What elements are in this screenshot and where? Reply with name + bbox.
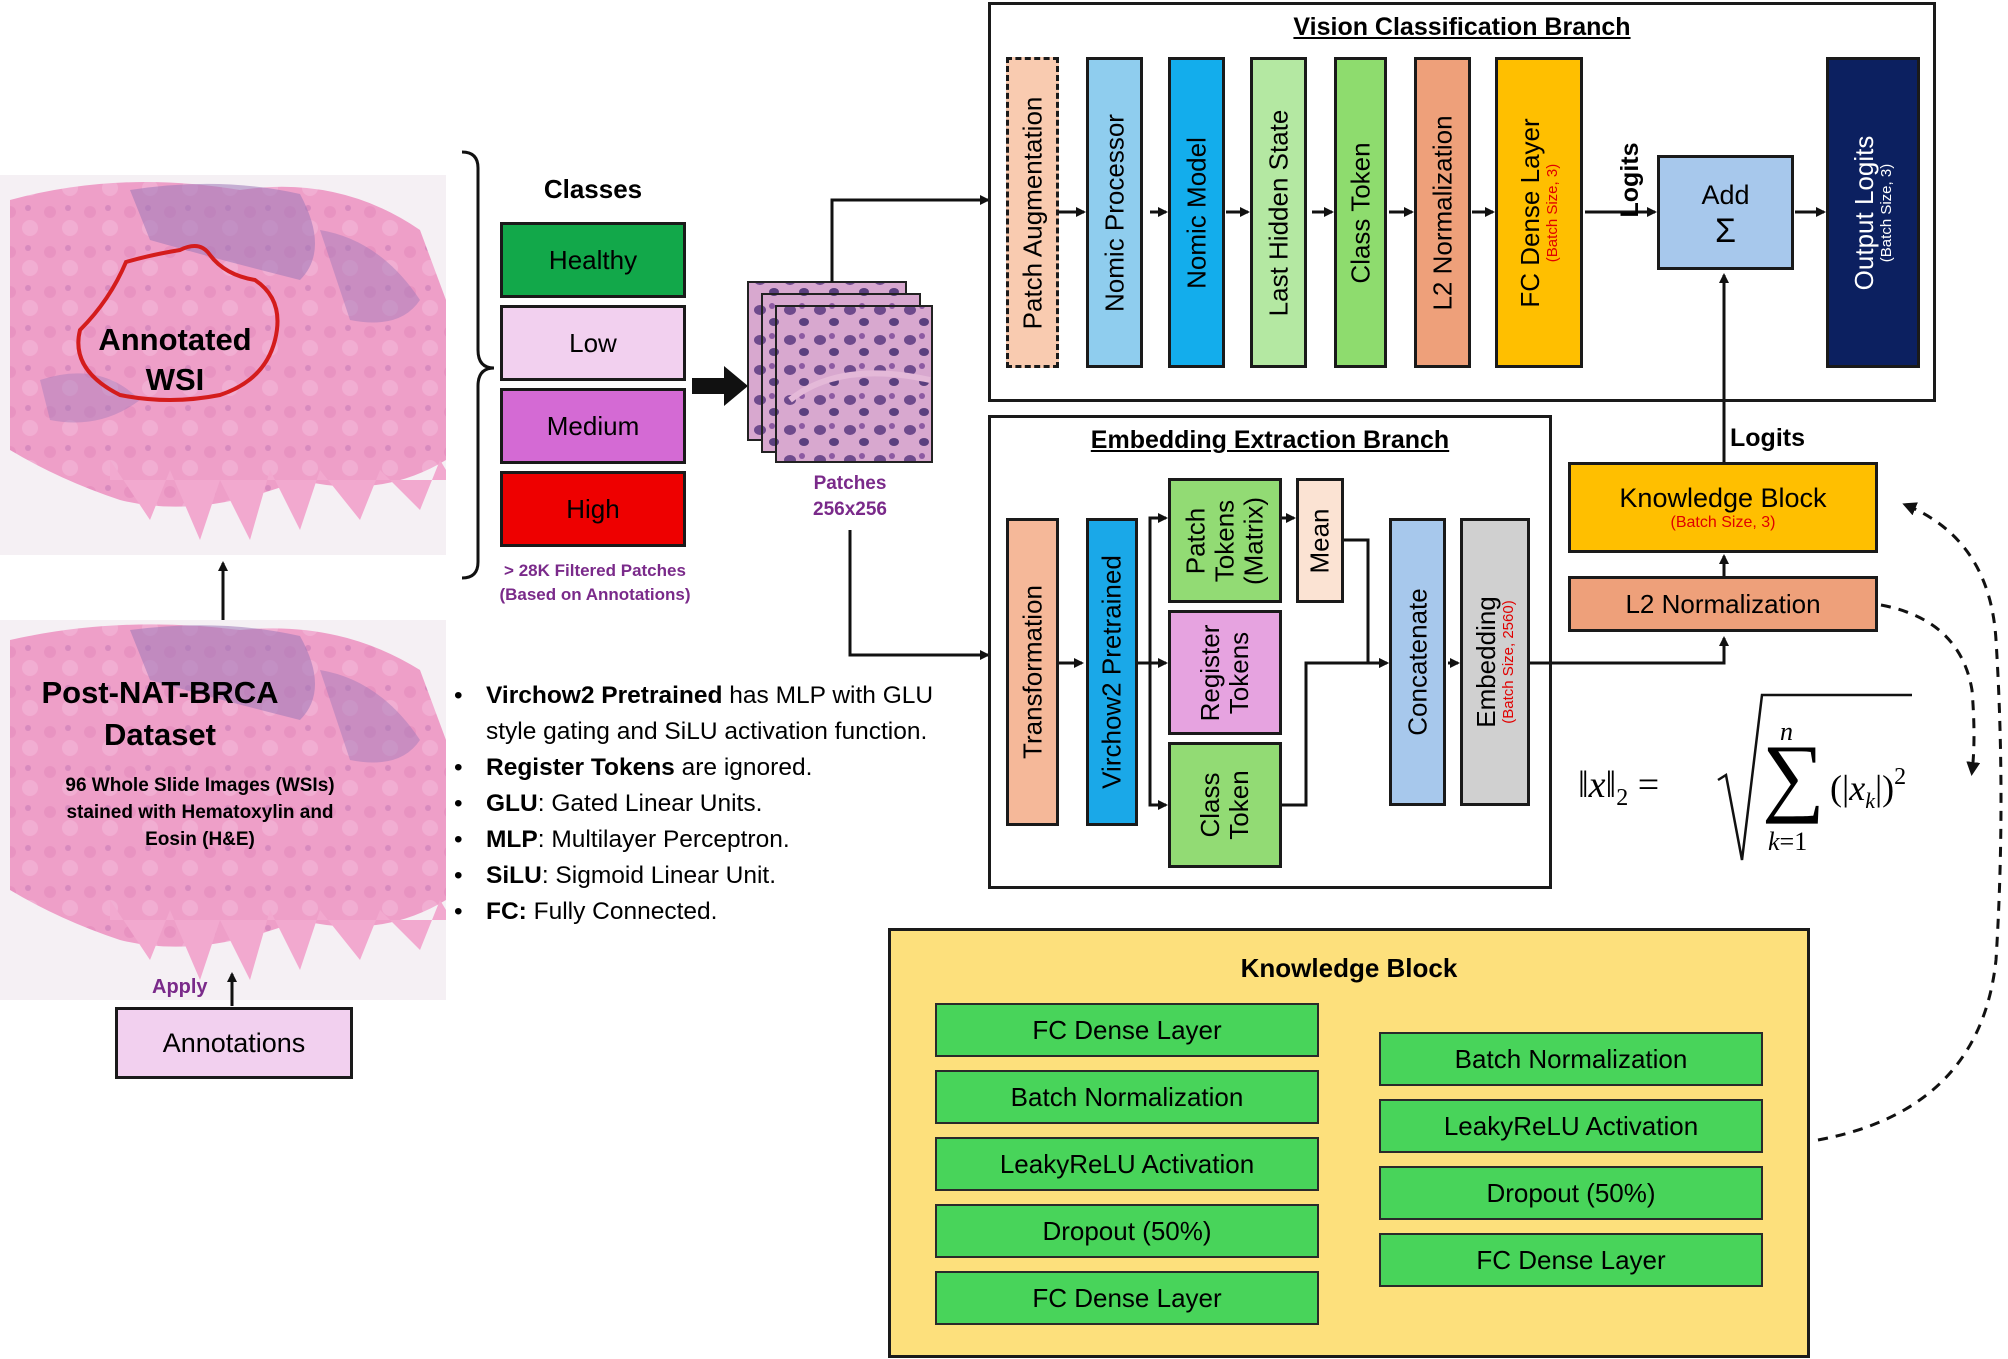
note-item: Register Tokens are ignored. [450, 750, 990, 786]
patch-augmentation-box: Patch Augmentation [1006, 57, 1059, 368]
class-healthy: Healthy [500, 222, 686, 298]
kb-right-batch-norm: Batch Normalization [1379, 1032, 1763, 1086]
logits-label: Logits [1730, 424, 1805, 452]
register-tokens-box: Register Tokens [1168, 610, 1282, 735]
class-low: Low [500, 305, 686, 381]
big-arrow-icon [692, 366, 748, 406]
kb-left-fc-dense-2: FC Dense Layer [935, 1271, 1319, 1325]
kb-left-leakyrelu: LeakyReLU Activation [935, 1137, 1319, 1191]
kb-right-dropout: Dropout (50%) [1379, 1166, 1763, 1220]
filtered-patches-note: > 28K Filtered Patches (Based on Annotat… [499, 561, 691, 604]
add-box: Add Σ [1657, 155, 1794, 270]
apply-label: Apply [152, 976, 208, 998]
sum-icon: Σ [1714, 211, 1737, 250]
svg-text:n: n [1780, 717, 1793, 746]
knowledge-block-detail-title: Knowledge Block [1240, 953, 1458, 983]
l2-norm-formula: ‖x‖2 = ∑ n k=1 (|xk|)2 [1578, 693, 1912, 861]
annotated-wsi-image [0, 175, 446, 555]
svg-text:‖x‖2 =: ‖x‖2 = [1578, 764, 1659, 811]
annotated-wsi-label: Annotated WSI [98, 322, 252, 397]
l2-normalization-right-box: L2 Normalization [1568, 576, 1878, 632]
l2-normalization-box: L2 Normalization [1414, 57, 1471, 368]
class-token-emb-box: Class Token [1168, 742, 1282, 868]
kb-left-fc-dense-1: FC Dense Layer [935, 1003, 1319, 1057]
last-hidden-state-box: Last Hidden State [1250, 57, 1307, 368]
mean-box: Mean [1296, 478, 1344, 603]
patch-tokens-box: Patch Tokens (Matrix) [1168, 478, 1282, 603]
svg-text:∑: ∑ [1762, 728, 1825, 825]
kb-left-dropout: Dropout (50%) [935, 1204, 1319, 1258]
embedding-branch-title: Embedding Extraction Branch [1090, 426, 1450, 454]
class-token-box: Class Token [1334, 57, 1387, 368]
output-logits-box: Output Logits (Batch Size, 3) [1826, 57, 1920, 368]
note-item: MLP: Multilayer Perceptron. [450, 822, 990, 858]
classes-title: Classes [543, 174, 643, 204]
dataset-description: 96 Whole Slide Images (WSIs) stained wit… [65, 775, 335, 850]
patches-stack-image [747, 281, 933, 463]
vision-logits-label: Logits [1616, 142, 1644, 218]
embedding-extraction-branch: Embedding Extraction Branch [988, 415, 1552, 889]
svg-text:(|xk|)2: (|xk|)2 [1830, 764, 1906, 813]
kb-right-leakyrelu: LeakyReLU Activation [1379, 1099, 1763, 1153]
annotations-box: Annotations [115, 1007, 353, 1079]
kb-right-fc-dense: FC Dense Layer [1379, 1233, 1763, 1287]
nomic-processor-box: Nomic Processor [1086, 57, 1143, 368]
class-medium: Medium [500, 388, 686, 464]
notes-list: Virchow2 Pretrained has MLP with GLU sty… [450, 678, 990, 930]
patches-label: Patches 256x256 [813, 473, 887, 520]
class-high: High [500, 471, 686, 547]
note-item: FC: Fully Connected. [450, 894, 990, 930]
knowledge-block-box: Knowledge Block (Batch Size, 3) [1568, 462, 1878, 553]
note-item: GLU: Gated Linear Units. [450, 786, 990, 822]
dataset-title: Post-NAT-BRCA Dataset [41, 675, 279, 752]
note-item: Virchow2 Pretrained has MLP with GLU sty… [450, 678, 990, 750]
fc-dense-layer-box: FC Dense Layer (Batch Size, 3) [1495, 57, 1583, 368]
dataset-wsi-image [0, 620, 446, 1000]
concatenate-box: Concatenate [1389, 518, 1446, 806]
virchow2-pretrained-box: Virchow2 Pretrained [1086, 518, 1138, 826]
transformation-box: Transformation [1006, 518, 1059, 826]
svg-text:k=1: k=1 [1768, 827, 1807, 856]
kb-left-batch-norm: Batch Normalization [935, 1070, 1319, 1124]
vision-classification-branch: Vision Classification Branch [988, 2, 1936, 402]
note-item: SiLU: Sigmoid Linear Unit. [450, 858, 990, 894]
embedding-box: Embedding (Batch Size, 2560) [1460, 518, 1530, 806]
nomic-model-box: Nomic Model [1168, 57, 1225, 368]
vision-branch-title: Vision Classification Branch [1293, 13, 1631, 41]
